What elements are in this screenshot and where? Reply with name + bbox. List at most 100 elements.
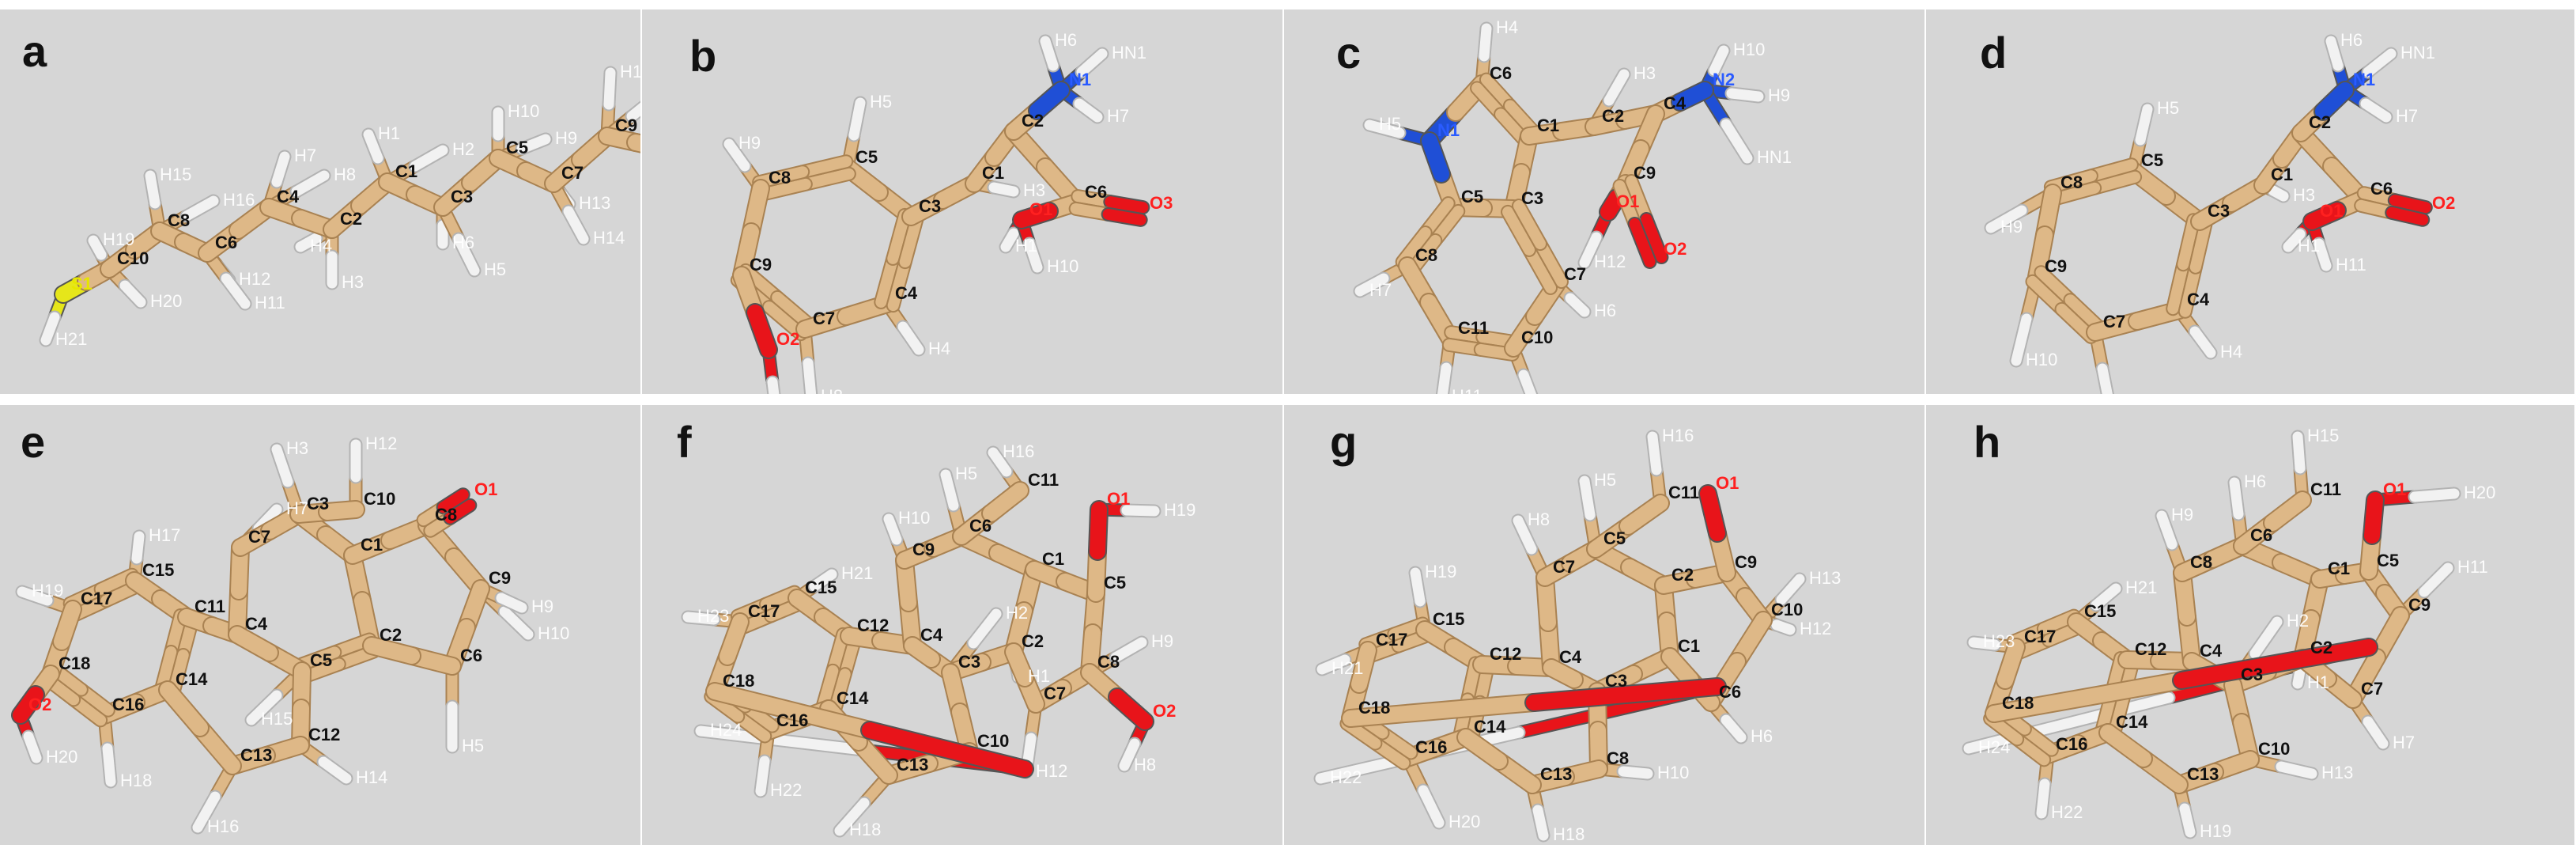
atom-label-c1: C1 [1678,636,1700,656]
atom-label-h19: H19 [103,229,134,249]
atom-label-h13: H13 [2321,763,2353,782]
atom-label-c5: C5 [856,147,878,167]
bond-C9-O2 [747,305,776,358]
atom-label-o2: O2 [1153,701,1176,721]
atom-label-c6: C6 [1719,682,1741,702]
atom-label-h19: H19 [1164,500,1195,520]
atom-label-h12: H12 [1800,619,1831,638]
bond-C6-H4 [1479,23,1492,62]
bond-C12-H14 [318,756,352,784]
atom-label-c6: C6 [460,646,482,665]
atom-label-h16: H16 [207,816,239,836]
atom-label-h2: H2 [1006,603,1028,623]
bond-C13-C14 [2100,725,2151,767]
atom-label-h6: H6 [1055,30,1077,50]
bond-C5-H5 [2135,104,2153,146]
atom-label-h7: H7 [2396,106,2418,126]
atom-label-c1: C1 [361,535,383,555]
bond-N2-HN1 [1720,119,1753,164]
bond-C7-H8 [803,358,817,394]
bond-C4-C3 [887,209,911,264]
bond-C5-C8 [754,166,809,188]
atom-label-c18: C18 [59,653,90,673]
bond-C6-O2 [2389,195,2431,214]
bond-O2-H24 [1963,692,2174,754]
bond-O1-H11 [2313,238,2332,271]
bond-C18-O2 [13,687,43,723]
atom-label-h6: H6 [1594,301,1616,320]
atom-label-h18: H18 [849,820,881,839]
bond-C6-C1 [1662,649,1698,687]
bond-C5-H5 [1579,475,1596,521]
bond-C9-O1 [1600,190,1625,220]
atom-label-c9: C9 [2408,595,2431,615]
atom-label-h23: H23 [697,606,729,626]
bond-C6-C11 [983,483,1028,521]
atom-label-c2: C2 [2310,638,2332,657]
bond-C1-H2 [410,145,448,172]
panel-letter: e [21,417,46,467]
atom-label-c4: C4 [245,614,268,634]
atom-label-c14: C14 [837,688,869,708]
atom-label-c1: C1 [1537,116,1559,135]
atom-label-c11: C11 [2310,479,2341,499]
atom-label-h11: H11 [2336,255,2366,275]
bond-C8-H7 [1354,273,1389,297]
bond-C7-H8 [1513,515,1537,555]
atom-label-c6: C6 [2250,525,2272,545]
panel-letter: d [1980,28,2008,78]
bond-C6-O3 [1105,196,1149,214]
atom-label-c5: C5 [2377,551,2399,570]
atom-label-h18: H18 [1553,824,1585,844]
bond-C6-C11 [2264,492,2310,531]
bond-C9-H10 [883,513,902,545]
bond-C9-H17 [603,67,616,110]
bond-C11-H11 [1437,362,1452,394]
atom-label-o1: O1 [1107,489,1130,509]
atom-label-h19: H19 [2200,821,2231,841]
atom-label-h2: H2 [2287,611,2309,631]
bond-C13-H16 [192,791,221,833]
atom-label-h21: H21 [2125,578,2157,597]
bond-C7-H8 [2097,363,2113,394]
atom-label-c4: C4 [920,625,943,645]
atom-label-c4: C4 [2187,290,2210,309]
bond-C13-C14 [1458,729,1507,769]
atom-label-c5: C5 [1461,187,1483,206]
bond-C3-H2 [2249,616,2283,659]
atom-label-c2: C2 [1022,631,1044,651]
bond-C9-H11 [2419,562,2453,597]
atom-label-h14: H14 [593,228,625,248]
atom-label-c17: C17 [2024,627,2056,646]
panel-a: S1C10C8C6C4C2C1C3C5C7C9C11O1O2H21H19H20H… [0,9,640,394]
bond-C11-H15 [2292,431,2306,474]
atom-label-c11: C11 [1028,470,1059,490]
atom-label-c8: C8 [1607,748,1629,768]
bond-C17-H19 [17,586,53,606]
atom-label-h16: H16 [223,190,255,210]
atom-label-h16: H16 [1662,426,1694,445]
bond-O1-H10 [1024,238,1043,273]
bond-C18-O2 [1343,695,1542,726]
bond-C1-H3 [988,182,1019,197]
bond-C16-H20 [1418,785,1445,828]
atom-label-c17: C17 [748,601,780,621]
bond-O1-H20 [2409,488,2460,502]
atom-label-h12: H12 [1594,252,1626,271]
atom-label-h13: H13 [579,193,610,213]
bond-C5-C8 [799,168,855,190]
bond-C6-H6 [1720,714,1747,743]
bond-C4-C3 [2167,259,2189,315]
molecule-c: N1C6C1C3C5C8C11C10C7C2C4C9N2O1O2H4H5H7H1… [1353,17,1792,394]
bond-C18-O2 [2174,639,2377,688]
atom-label-hn1: HN1 [1112,43,1146,62]
atom-label-c14: C14 [1474,717,1506,737]
atom-label-h1: H1 [1015,236,1037,256]
atom-label-h7: H7 [286,498,308,518]
atom-label-h8: H8 [1528,509,1550,529]
bond-C7-H7 [2363,716,2389,749]
atom-label-o1: O1 [1716,473,1739,493]
atom-label-h20: H20 [2464,483,2495,502]
